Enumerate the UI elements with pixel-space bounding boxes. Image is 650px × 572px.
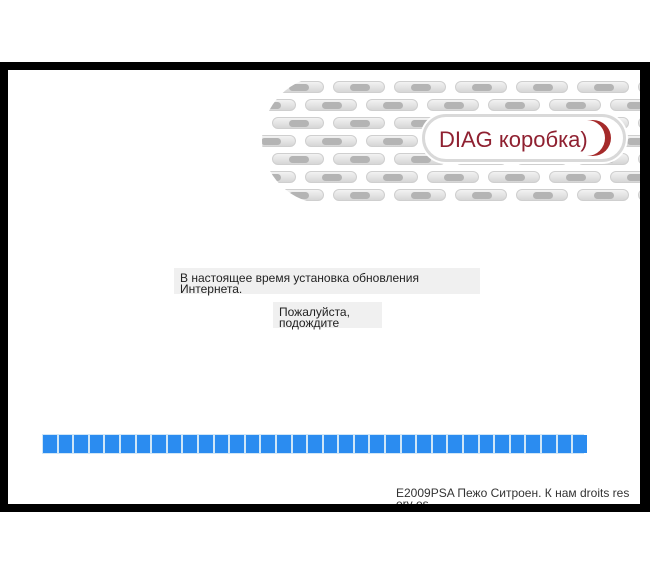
pattern-pill: [394, 189, 446, 201]
progress-segment: [495, 435, 509, 453]
progress-segment: [136, 435, 151, 453]
pattern-pill: [577, 81, 629, 93]
pattern-pill: [305, 171, 357, 183]
header-pattern: [262, 76, 640, 204]
progress-segment: [542, 435, 556, 453]
pattern-pill: [272, 81, 324, 93]
pattern-pill: [333, 189, 385, 201]
progress-segment: [43, 435, 57, 453]
pattern-row: [272, 80, 640, 94]
pattern-pill: [610, 99, 640, 111]
pattern-pill: [262, 135, 296, 147]
progress-segment: [152, 435, 166, 453]
progress-segment: [214, 435, 229, 453]
pattern-pill: [638, 81, 640, 93]
progress-segment: [573, 435, 587, 453]
pattern-pill: [272, 153, 324, 165]
progress-segment: [276, 435, 291, 453]
pattern-pill: [272, 117, 324, 129]
pattern-pill: [638, 117, 640, 129]
pattern-pill: [333, 81, 385, 93]
progress-segment: [292, 435, 307, 453]
pattern-pill: [488, 99, 540, 111]
progress-segment: [323, 435, 338, 453]
pattern-pill: [455, 81, 507, 93]
progress-segment: [510, 435, 525, 453]
progress-segment: [183, 435, 197, 453]
pattern-pill: [262, 99, 296, 111]
pattern-pill: [549, 171, 601, 183]
pattern-pill: [516, 189, 568, 201]
pattern-pill: [366, 135, 418, 147]
progress-segment: [198, 435, 213, 453]
pattern-pill: [333, 153, 385, 165]
copyright-text: E2009PSA Пежо Ситроен. К нам droits res …: [396, 486, 630, 504]
logo-box: DIAG коробка): [422, 114, 626, 162]
pattern-pill: [262, 171, 296, 183]
progress-segment: [339, 435, 353, 453]
progress-segment: [230, 435, 244, 453]
pattern-pill: [610, 171, 640, 183]
progress-segment: [245, 435, 260, 453]
pattern-row: [272, 188, 640, 202]
pattern-pill: [488, 171, 540, 183]
pattern-pill: [549, 99, 601, 111]
wait-message: Пожалуйста, подождите: [273, 302, 382, 329]
pattern-pill: [333, 117, 385, 129]
progress-segment: [448, 435, 463, 453]
pattern-row: [262, 170, 640, 184]
progress-segment: [479, 435, 494, 453]
progress-segment: [120, 435, 135, 453]
progress-segment: [105, 435, 119, 453]
screen-frame: DIAG коробка) В настоящее время установк…: [0, 62, 650, 512]
progress-segment: [370, 435, 385, 453]
updater-panel: DIAG коробка) В настоящее время установк…: [8, 70, 640, 504]
pattern-pill: [272, 189, 324, 201]
progress-segment: [167, 435, 182, 453]
progress-segment: [58, 435, 73, 453]
pattern-pill: [638, 189, 640, 201]
pattern-pill: [638, 153, 640, 165]
progress-segment: [417, 435, 431, 453]
progress-segment: [74, 435, 88, 453]
status-message: В настоящее время установка обновления И…: [174, 268, 480, 295]
pattern-row: [262, 98, 640, 112]
progress-segment: [354, 435, 369, 453]
pattern-pill: [577, 189, 629, 201]
progress-segment: [386, 435, 400, 453]
pattern-pill: [366, 99, 418, 111]
progress-segment: [526, 435, 540, 453]
logo-text: DIAG коробка): [439, 127, 588, 152]
pattern-pill: [427, 99, 479, 111]
progress-segment: [557, 435, 572, 453]
pattern-pill: [305, 99, 357, 111]
pattern-pill: [394, 81, 446, 93]
pattern-pill: [427, 171, 479, 183]
pattern-pill: [366, 171, 418, 183]
progress-bar: [42, 434, 587, 454]
progress-segment: [432, 435, 447, 453]
pattern-pill: [305, 135, 357, 147]
pattern-pill: [455, 189, 507, 201]
progress-segment: [89, 435, 104, 453]
progress-segment: [401, 435, 416, 453]
progress-segment: [261, 435, 275, 453]
logo-inner: DIAG коробка): [429, 120, 605, 156]
progress-segment: [308, 435, 322, 453]
progress-segment: [464, 435, 478, 453]
pattern-pill: [516, 81, 568, 93]
